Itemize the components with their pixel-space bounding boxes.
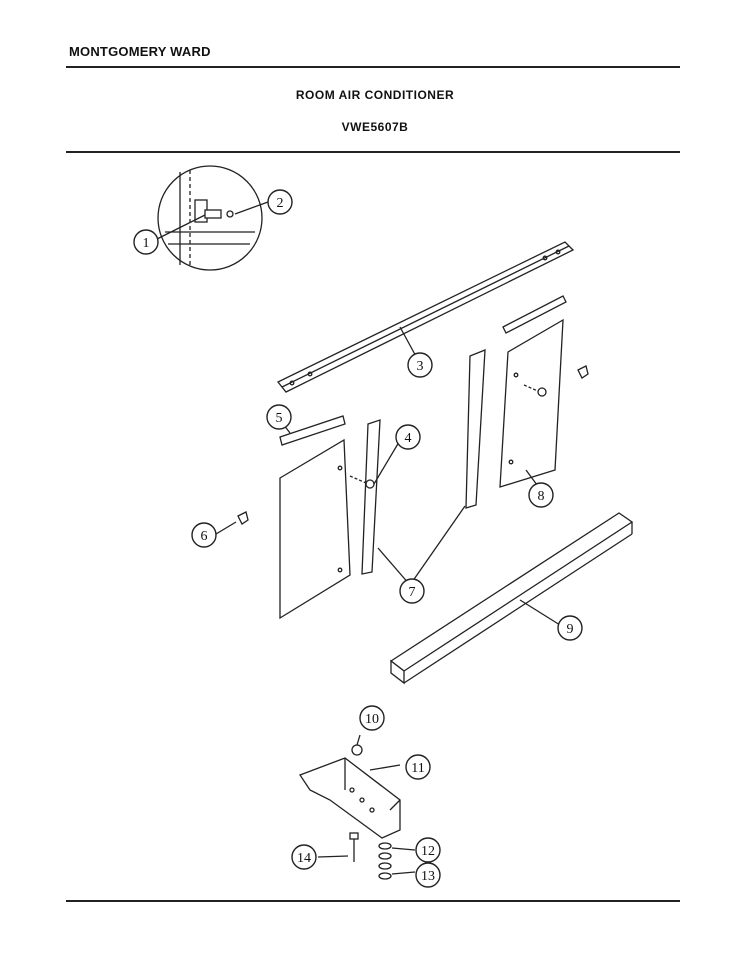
callout-6: 6 — [191, 522, 217, 548]
model-number: VWE5607B — [341, 120, 409, 134]
header-top-rule — [66, 66, 680, 68]
svg-text:14: 14 — [297, 851, 311, 866]
foam-strip — [389, 512, 634, 685]
callout-8: 8 — [528, 482, 554, 508]
callout-10: 10 — [359, 705, 385, 731]
svg-text:9: 9 — [567, 622, 574, 637]
top-rail — [276, 241, 575, 393]
footer-rule — [66, 900, 680, 902]
left-panel — [279, 438, 351, 620]
svg-text:2: 2 — [277, 196, 284, 211]
svg-text:6: 6 — [201, 529, 208, 544]
callout-13: 13 — [415, 862, 441, 888]
svg-text:8: 8 — [538, 489, 545, 504]
svg-text:12: 12 — [421, 844, 435, 859]
callout-7: 7 — [399, 578, 425, 604]
mounting-bracket — [299, 757, 401, 839]
product-title: ROOM AIR CONDITIONER — [295, 88, 455, 102]
callout-9: 9 — [557, 615, 583, 641]
callout-11: 11 — [405, 754, 431, 780]
callout-3: 3 — [407, 352, 433, 378]
svg-text:13: 13 — [421, 869, 435, 884]
callout-14: 14 — [291, 844, 317, 870]
callout-4: 4 — [395, 424, 421, 450]
svg-text:7: 7 — [409, 585, 416, 600]
detail-inset — [157, 165, 263, 271]
svg-text:10: 10 — [365, 712, 379, 727]
callout-5: 5 — [266, 404, 292, 430]
callout-12: 12 — [415, 837, 441, 863]
svg-text:5: 5 — [276, 411, 283, 426]
callouts: 1 2 3 4 5 6 7 8 9 10 11 12 13 14 — [133, 189, 583, 888]
callout-2: 2 — [267, 189, 293, 215]
svg-text:3: 3 — [417, 359, 424, 374]
brand-name: MONTGOMERY WARD — [69, 44, 211, 59]
header-bottom-rule — [66, 151, 680, 153]
right-panel — [499, 318, 564, 488]
svg-text:4: 4 — [405, 431, 412, 446]
svg-text:11: 11 — [411, 761, 424, 776]
callout-1: 1 — [133, 229, 159, 255]
svg-text:1: 1 — [143, 236, 150, 251]
